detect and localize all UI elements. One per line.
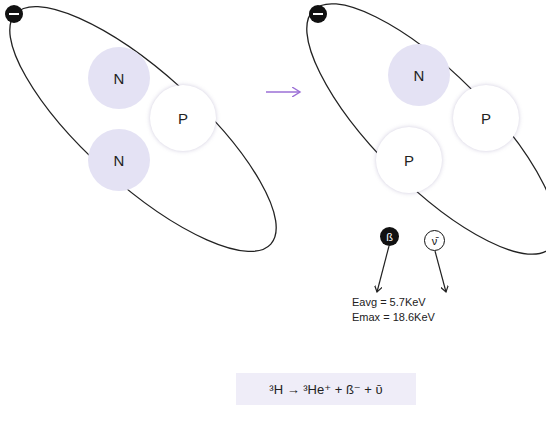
- orbit: [0, 0, 308, 286]
- neutron-circle: N: [88, 129, 150, 191]
- orbit: [274, 0, 546, 287]
- energy-label: Eavg = 5.7KeV: [352, 296, 426, 308]
- neutron-circle: N: [88, 47, 150, 109]
- node-text: ß: [386, 231, 393, 243]
- proton-circle: P: [376, 127, 442, 193]
- node-text: N: [414, 67, 425, 84]
- antineutrino-circle: ν̄: [424, 230, 445, 251]
- neutron-circle: N: [388, 44, 450, 106]
- beta-particle: ß: [380, 227, 399, 246]
- node-text: N: [114, 152, 125, 169]
- node-text: ν̄: [432, 235, 438, 247]
- node-text: ³H → ³He⁺ + ß⁻ + ῡ: [269, 382, 382, 397]
- emission-arrow: [435, 251, 446, 292]
- electron-symbol: [309, 5, 327, 23]
- proton-circle: P: [150, 85, 216, 151]
- node-text: N: [114, 70, 125, 87]
- node-text: P: [404, 152, 414, 169]
- node-text: P: [178, 110, 188, 127]
- energy-label: Emax = 18.6KeV: [352, 311, 435, 323]
- proton-circle: P: [453, 85, 519, 151]
- node-text: P: [481, 110, 491, 127]
- equation-box: ³H → ³He⁺ + ß⁻ + ῡ: [236, 373, 416, 405]
- emission-arrow: [377, 246, 389, 292]
- reaction-arrow: [266, 91, 300, 92]
- electron-symbol: [5, 5, 23, 23]
